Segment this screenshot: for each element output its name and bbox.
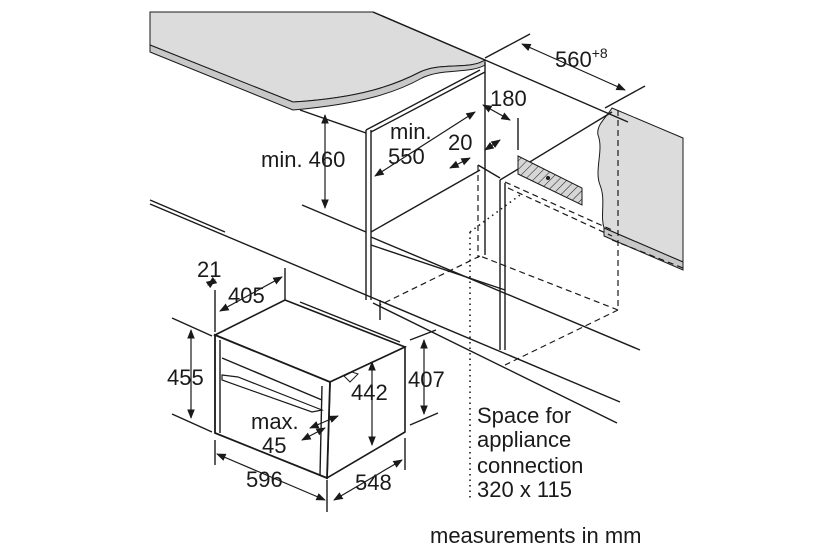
connection-note-line1: Space for (477, 403, 571, 428)
oven-width-label: 596 (246, 467, 283, 492)
min-depth-value: 550 (388, 144, 425, 169)
inner-height-label: 442 (351, 380, 388, 405)
oven-handle (221, 374, 325, 413)
connection-note-line2: appliance (477, 427, 571, 452)
max-depth-value: 45 (262, 433, 286, 458)
connection-note-line4: 320 x 115 (477, 477, 572, 502)
dimension-arrows (171, 33, 646, 512)
units-note: measurements in mm (430, 523, 642, 548)
right-countertop (597, 107, 684, 271)
oven-depth-top-label: 405 (228, 283, 265, 308)
min-depth-prefix: min. (390, 119, 432, 144)
oven-depth-label: 548 (355, 470, 392, 495)
oven (213, 299, 408, 480)
connection-offset-label: 180 (490, 86, 527, 111)
oven-height-label: 455 (167, 365, 204, 390)
connection-box-hatched (0, 0, 1, 1)
max-depth-prefix: max. (251, 409, 299, 434)
niche-width-label: 560+8 (555, 45, 608, 72)
hidden-lines (379, 110, 684, 498)
left-countertop (149, 11, 487, 111)
body-height-label: 407 (408, 367, 445, 392)
connection-area-hatch (517, 155, 583, 206)
connection-point (546, 176, 550, 180)
gap-label: 20 (448, 130, 472, 155)
front-overhang-label: 21 (197, 257, 221, 282)
connection-note-line3: connection (477, 453, 583, 478)
min-height-label: min. 460 (261, 147, 345, 172)
